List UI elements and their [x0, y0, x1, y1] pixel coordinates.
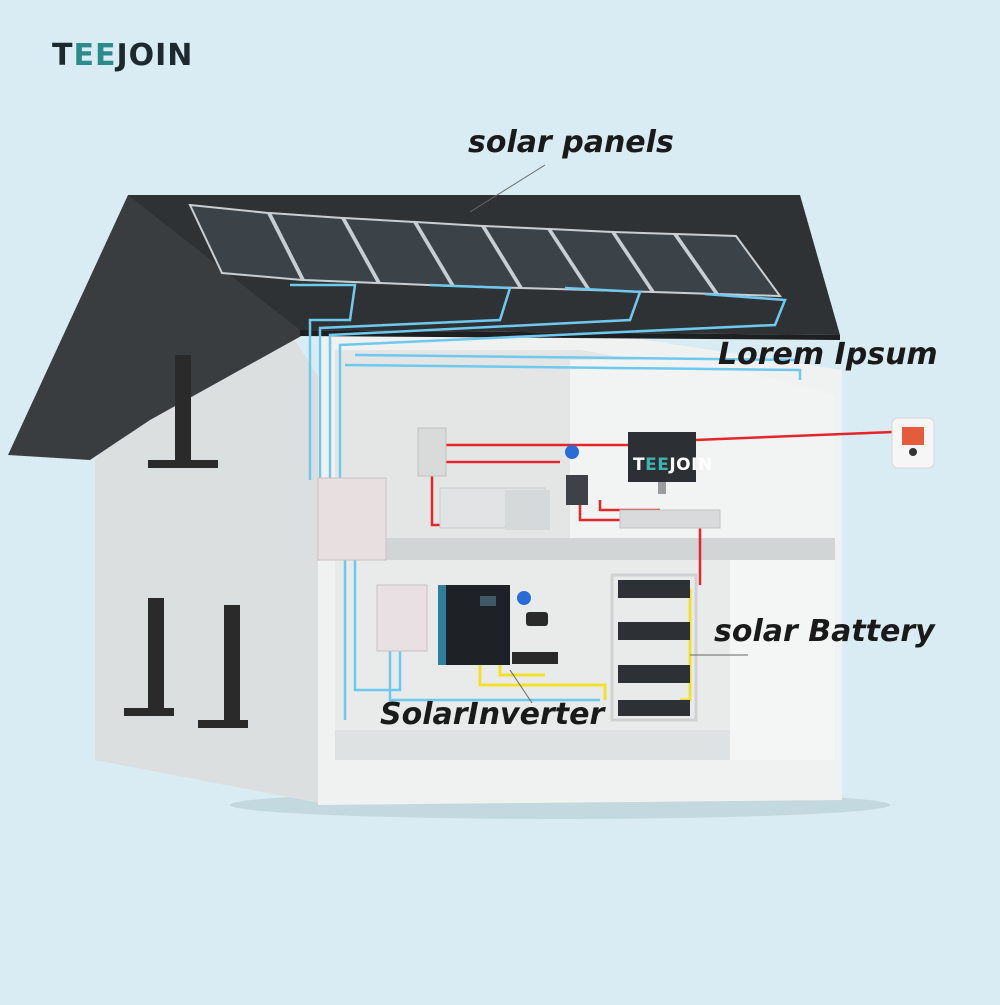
tv-brand-logo: TEEJOIN [633, 455, 713, 475]
solar-inverter [438, 585, 510, 665]
battery-module [618, 665, 690, 683]
junction-box [317, 477, 387, 561]
solar-panel [674, 232, 783, 298]
upper-room-back-wall [570, 360, 835, 540]
monitor-module [512, 652, 558, 664]
battery-module [618, 622, 690, 640]
solar-panel [268, 211, 380, 285]
tv-stand [619, 509, 721, 529]
solar-battery-label: solar Battery [714, 614, 935, 649]
pv-wiring [290, 283, 802, 720]
solar-inverter-label: SolarInverter [380, 697, 605, 732]
lower-floor [335, 730, 835, 760]
battery-module [618, 700, 690, 716]
upper-window [175, 355, 191, 465]
solar-panel-array [188, 203, 783, 298]
floor-slab [335, 538, 835, 560]
lower-window [224, 605, 240, 720]
bluetooth-icon [517, 591, 531, 605]
bluetooth-icon [565, 445, 579, 459]
tablet [566, 475, 588, 505]
solar-panel [188, 203, 304, 282]
solar-panel [414, 220, 522, 290]
solar-panels-label: solar panels [468, 125, 674, 160]
battery-module [618, 580, 690, 598]
battery-rack [610, 573, 698, 722]
tv-screen [628, 432, 696, 482]
solar-panel [548, 227, 654, 294]
lower-right-wall [730, 560, 835, 760]
wifi-dongle [526, 612, 548, 626]
distribution-panel [417, 427, 447, 477]
callout-lines [469, 164, 748, 704]
lower-window [148, 598, 164, 710]
brand-logo: TEEJOIN [52, 38, 194, 73]
lorem-ipsum-label: Lorem Ipsum [718, 337, 938, 372]
breaker-box [376, 584, 428, 652]
